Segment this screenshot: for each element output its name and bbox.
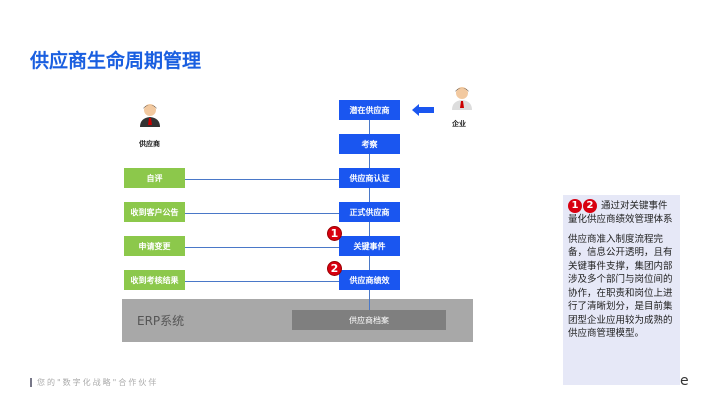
panel-badge-2: 2 (583, 199, 597, 213)
stray-text: e (680, 373, 689, 389)
footer-slogan: 您的"数字化战略"合作伙伴 (37, 378, 159, 387)
panel-body: 供应商准入制度流程完备，信息公开透明，且有关键事件支撑，集团内部涉及多个部门与岗… (568, 233, 673, 340)
connector (185, 247, 339, 248)
flow-step[interactable]: 供应商绩效 (339, 270, 400, 290)
badge-1: 1 (327, 226, 342, 241)
badge-2: 2 (327, 261, 342, 276)
supplier-action[interactable]: 申请变更 (124, 236, 185, 256)
supplier-action[interactable]: 收到客户公告 (124, 202, 185, 222)
flow-step[interactable]: 考察 (339, 134, 400, 154)
supplier-person-icon (140, 104, 160, 127)
flow-step[interactable]: 潜在供应商 (339, 100, 400, 120)
panel-badge-1: 1 (568, 199, 582, 213)
page-title: 供应商生命周期管理 (30, 50, 202, 72)
footer-bar (30, 378, 32, 387)
erp-label: ERP系统 (137, 314, 185, 328)
flow-step[interactable]: 正式供应商 (339, 202, 400, 222)
panel-heading: 通过对关键事件量化供应商绩效管理体系 (568, 200, 673, 226)
connector (185, 179, 339, 180)
supplier-archive[interactable]: 供应商档案 (292, 310, 446, 330)
enterprise-label: 企业 (452, 120, 466, 128)
flow-line (369, 290, 370, 310)
footer: 您的"数字化战略"合作伙伴 (30, 377, 158, 388)
flow-step[interactable]: 关键事件 (339, 236, 400, 256)
connector (185, 213, 339, 214)
supplier-label: 供应商 (139, 140, 160, 148)
supplier-action[interactable]: 收到考核结果 (124, 270, 185, 290)
supplier-action[interactable]: 自评 (124, 168, 185, 188)
connector (185, 281, 339, 282)
flow-step[interactable]: 供应商认证 (339, 168, 400, 188)
enterprise-person-icon (452, 87, 472, 110)
arrow-left-icon (412, 104, 434, 116)
